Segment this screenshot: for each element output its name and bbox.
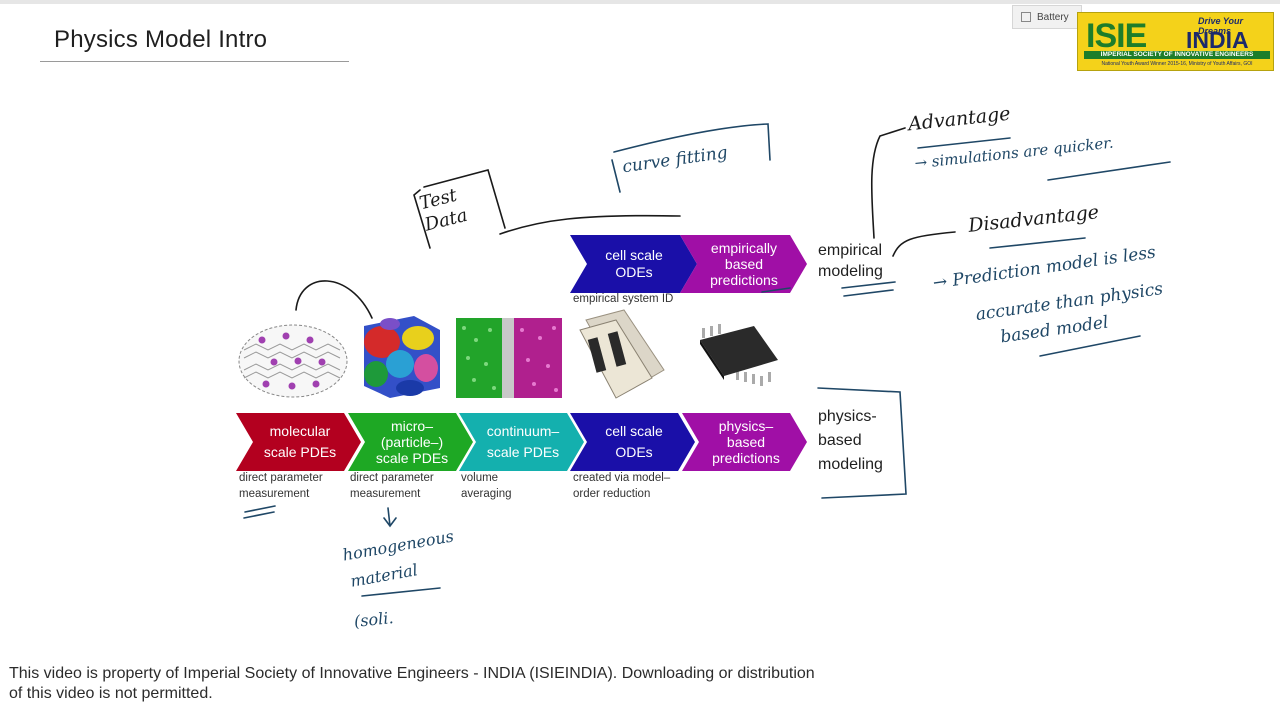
arrow-to-empirical [761, 287, 791, 293]
micro-arrow [383, 507, 397, 528]
empirical-underline [841, 281, 896, 297]
continuum-caption: volume averaging [461, 472, 512, 500]
molecular-caption: direct parameter measurement [239, 472, 323, 500]
physics-bracket [817, 387, 907, 499]
physics-modeling-label: physics- based modeling [818, 408, 883, 473]
chevron-physics-predictions [682, 413, 807, 471]
micro-caption: direct parameter measurement [350, 472, 434, 500]
molecule-illustration [238, 324, 348, 398]
chevron-continuum [459, 413, 584, 471]
disadvantage-underline [989, 237, 1086, 249]
advantage-arrow [870, 127, 906, 239]
cell-ode-caption: created via model– order reduction [573, 472, 671, 500]
test-data-arrow [499, 214, 681, 235]
empirical-predictions-label: empirically based predictions [710, 240, 778, 288]
logo-isie: ISIE [1086, 17, 1147, 55]
isie-india-logo: ISIE Drive Your Dreams INDIA IMPERIAL SO… [1077, 12, 1274, 71]
logo-org-name: IMPERIAL SOCIETY OF INNOVATIVE ENGINEERS [1084, 51, 1270, 59]
molecular-underline [243, 505, 276, 519]
battery-label: Battery [1037, 11, 1069, 23]
prediction-underline [1039, 335, 1141, 357]
chevron-molecular [236, 413, 361, 471]
chevron-micro [348, 413, 473, 471]
copyright-notice: This video is property of Imperial Socie… [9, 665, 815, 702]
title-underline [40, 61, 349, 62]
continuum-label: continuum– scale PDEs [486, 423, 560, 460]
chevron-empirical-cell-ode [570, 235, 697, 293]
cell-ode-label: cell scale ODEs [605, 423, 663, 460]
disadvantage-arrow [892, 231, 956, 257]
slide-title: Physics Model Intro [54, 26, 268, 53]
physics-predictions-label: physics– based predictions [712, 418, 780, 466]
test-data-bracket [413, 169, 506, 249]
logo-award: National Youth Award Winner 2015-16, Min… [1101, 61, 1253, 67]
empirical-caption: empirical system ID [573, 293, 674, 305]
empirical-cell-ode-label: cell scale ODEs [605, 247, 663, 280]
particle-cube-illustration [364, 316, 440, 398]
top-bar [0, 0, 1280, 4]
battery-icon [1021, 12, 1031, 22]
battery-cell-photo [572, 308, 668, 400]
chevron-cell-ode [570, 413, 695, 471]
micro-label: micro– (particle–) scale PDEs [375, 418, 449, 466]
chip-photo [700, 324, 778, 386]
molecule-loop-arrow [295, 280, 373, 319]
empirical-modeling-label: empirical modeling [818, 242, 883, 280]
material-underline [361, 587, 441, 597]
chevron-empirical-predictions [680, 235, 807, 293]
battery-tab[interactable]: Battery [1012, 5, 1082, 29]
curve-fitting-bracket [611, 123, 771, 193]
logo-tagline: Drive Your Dreams [1198, 16, 1244, 36]
logo-india: INDIA [1186, 27, 1249, 53]
molecular-label: molecular scale PDEs [263, 423, 337, 460]
quicker-underline [1047, 161, 1171, 181]
porous-electrode-illustration [456, 318, 562, 398]
advantage-underline [917, 137, 1011, 149]
